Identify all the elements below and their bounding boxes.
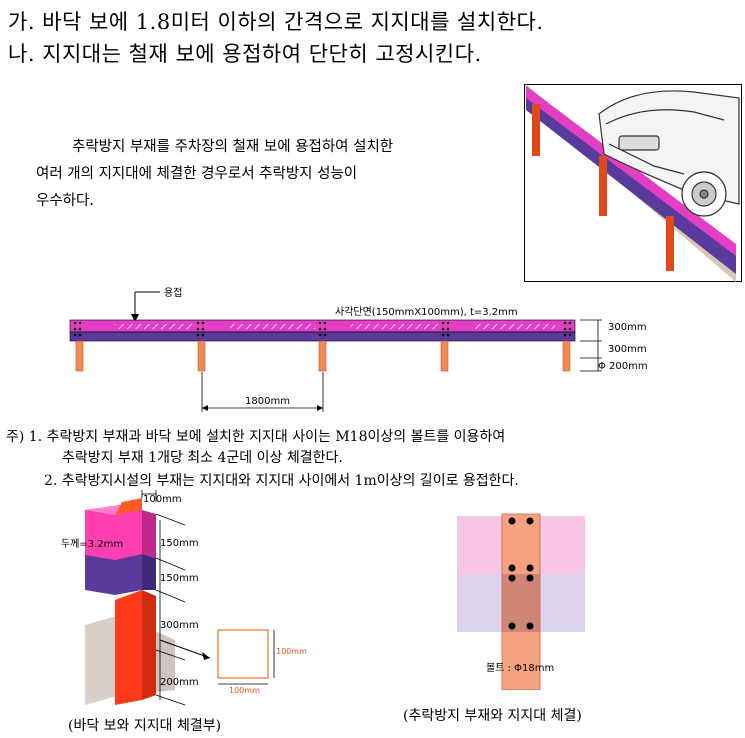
section-label: 사각단면(150mmX100mm), t=3.2mm: [335, 307, 518, 318]
note-line-2: 추락방지 부재 1개당 최소 4군데 이상 체결한다.: [62, 450, 343, 466]
description-line-3: 우수하다.: [36, 193, 94, 209]
dim-300: 300mm: [160, 620, 199, 631]
spacing-dimension: 1800mm: [245, 396, 290, 407]
post-connection-detail: [85, 490, 275, 706]
caption-right: (추락방지 부재와 지지대 체결): [403, 708, 582, 724]
note-line-1: 주) 1. 추락방지 부재과 바닥 보에 설치한 지지대 사이는 M18이상의 …: [6, 429, 506, 445]
dim-200: 200mm: [160, 677, 199, 688]
section-width: 100mm: [229, 686, 260, 695]
section-height: 100mm: [276, 647, 307, 656]
description-line-2: 여러 개의 지지대에 체결한 경우로서 추락방지 성능이: [36, 166, 358, 182]
note-line-3: 2. 추락방지시설의 부재는 지지대와 지지대 사이에서 1m이상의 길이로 용…: [44, 473, 519, 489]
elevation-drawing: [69, 291, 602, 412]
caption-left: (바닥 보와 지지대 체결부): [68, 718, 222, 734]
dim-300-top: 300mm: [608, 322, 647, 333]
bolt-plate-detail: [457, 513, 585, 690]
dim-150b: 150mm: [160, 573, 199, 584]
thickness-label: 두께=3.2mm: [61, 539, 124, 550]
description-line-1: 추락방지 부재를 주차장의 철재 보에 용접하여 설치한: [72, 139, 394, 155]
guard-photo-illustration: [524, 84, 742, 282]
heading-2: 나. 지지대는 철재 보에 용접하여 단단히 고정시킨다.: [8, 42, 482, 66]
bolt-label: 볼트 : Φ18mm: [486, 663, 555, 674]
dim-200: Φ 200mm: [598, 361, 648, 372]
dim-150a: 150mm: [160, 538, 199, 549]
car-icon: [598, 90, 740, 217]
heading-1: 가. 바닥 보에 1.8미터 이하의 간격으로 지지대를 설치한다.: [8, 10, 544, 34]
dim-100-top: 100mm: [143, 494, 182, 505]
weld-label: 용접: [164, 288, 183, 299]
dim-300-bottom: 300mm: [608, 344, 647, 355]
